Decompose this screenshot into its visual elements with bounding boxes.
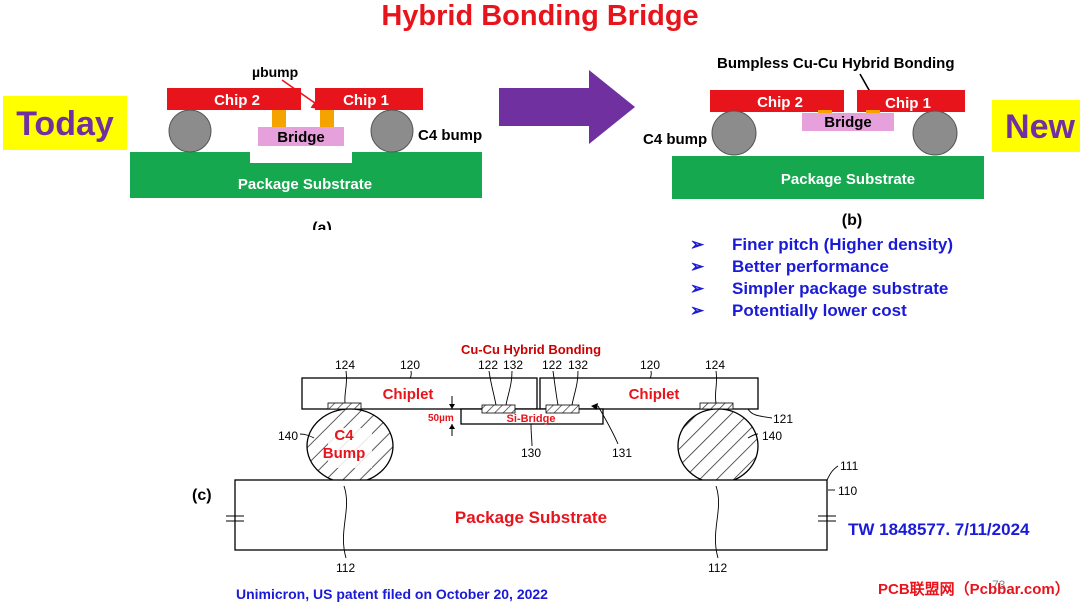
ref-111: 111	[840, 459, 859, 473]
reference-numerals: 124 120 122 132 122 132 120 124 121 140 …	[278, 358, 859, 575]
ref-120-right: 120	[640, 358, 660, 372]
caption-b: (b)	[842, 212, 862, 229]
ref-122-left: 122	[478, 358, 498, 372]
benefit-item: ➢Potentially lower cost	[690, 301, 907, 320]
c4-bump-c-label-1: C4	[334, 427, 354, 444]
today-label: Today	[16, 105, 114, 143]
ref-132-left: 132	[503, 358, 523, 372]
bullet-arrow-icon: ➢	[690, 235, 705, 254]
pad-124-right	[699, 402, 734, 410]
hybrid-bonding-callout: Bumpless Cu-Cu Hybrid Bonding	[717, 55, 955, 72]
ref-120-left: 120	[400, 358, 420, 372]
new-label: New	[1005, 108, 1075, 146]
chip-1-label: Chip 1	[343, 92, 389, 109]
ref-124-left: 124	[335, 358, 355, 372]
c4-bump-b-right	[912, 110, 958, 156]
chip-2	[167, 88, 301, 110]
hybrid-bonding-label: Cu-Cu Hybrid Bonding	[461, 342, 601, 357]
bridge-label: Bridge	[277, 129, 325, 146]
package-substrate-b	[672, 156, 984, 199]
ref-112-right: 112	[708, 561, 727, 575]
new-box	[992, 100, 1080, 152]
microbump-left	[272, 110, 286, 128]
chip-1	[315, 88, 423, 110]
benefit-item: ➢Finer pitch (Higher density)	[690, 235, 954, 254]
package-substrate-c	[234, 479, 828, 551]
chip-2-b	[710, 90, 844, 112]
watermark: PCB联盟网（Pcbbar.com）	[878, 580, 1070, 598]
panel-a: Today Package Substrate Chip 2 Chip 1 Br…	[3, 64, 482, 230]
ubump-label: µbump	[252, 64, 298, 80]
caption-a: (a)	[312, 220, 332, 230]
hybrid-pad-left	[481, 404, 516, 414]
substrate-label: Package Substrate	[238, 176, 372, 193]
caption-c: (c)	[192, 487, 212, 504]
bridge	[258, 127, 344, 146]
chip-2-b-label: Chip 2	[757, 94, 803, 111]
hybrid-pad-right	[866, 110, 880, 115]
c4-bump-b-left	[711, 110, 757, 156]
c4-bump-left	[168, 109, 212, 153]
today-box	[3, 96, 127, 150]
ref-122-right: 122	[542, 358, 562, 372]
pad-124-left	[327, 402, 362, 410]
bullet-arrow-icon: ➢	[690, 257, 705, 276]
ref-112-left: 112	[336, 561, 355, 575]
patent-drawing: (c) Cu-Cu Hybrid Bonding Chiplet Chiplet…	[192, 342, 1070, 602]
c4-bump-c-right	[677, 408, 759, 484]
ubump-arrow	[281, 79, 325, 110]
substrate-label-b: Package Substrate	[781, 171, 915, 188]
substrate-c-label: Package Substrate	[455, 508, 607, 527]
bridge-b	[802, 113, 894, 131]
ref-124-right: 124	[705, 358, 725, 372]
patent-reference: TW 1848577. 7/11/2024	[848, 520, 1030, 539]
ref-132-right: 132	[568, 358, 588, 372]
si-bridge-label: Si-Bridge	[507, 413, 556, 425]
benefit-item: ➢Better performance	[690, 257, 889, 276]
hybrid-pad-left	[818, 110, 832, 115]
chip-2-label: Chip 2	[214, 92, 260, 109]
ref-110: 110	[838, 484, 857, 498]
ref-121: 121	[773, 412, 793, 426]
transition-arrow	[499, 70, 635, 144]
leader-lines	[299, 370, 839, 559]
bullet-arrow-icon: ➢	[690, 301, 705, 320]
bridge-b-label: Bridge	[824, 114, 872, 131]
chip-1-b-label: Chip 1	[885, 95, 931, 112]
bullet-arrow-icon: ➢	[690, 279, 705, 298]
hybrid-pad-right	[545, 404, 580, 414]
top-diagrams: Today Package Substrate Chip 2 Chip 1 Br…	[3, 55, 1080, 230]
page-number: 73	[992, 578, 1006, 592]
thickness-label: 50µm	[428, 413, 454, 424]
ref-130: 130	[521, 446, 541, 460]
chiplet-right-label: Chiplet	[629, 386, 680, 403]
footnote: Unimicron, US patent filed on October 20…	[236, 586, 548, 602]
benefits-list: ➢Finer pitch (Higher density) ➢Better pe…	[690, 234, 953, 322]
chiplet-left-label: Chiplet	[383, 386, 434, 403]
page-title: Hybrid Bonding Bridge	[381, 0, 699, 32]
ref-131: 131	[612, 446, 632, 460]
c4-bump-right	[370, 109, 414, 153]
ref-140-left: 140	[278, 429, 298, 443]
microbump-right	[320, 110, 334, 128]
c4-bump-b-label: C4 bump	[643, 131, 707, 148]
package-substrate	[130, 152, 482, 198]
c4-bump-c-label-2: Bump	[323, 445, 366, 462]
ref-140-right: 140	[762, 429, 782, 443]
benefit-item: ➢Simpler package substrate	[690, 279, 949, 298]
chip-1-b	[857, 90, 965, 112]
panel-b: Bumpless Cu-Cu Hybrid Bonding Package Su…	[643, 55, 1080, 229]
c4-bump-label: C4 bump	[418, 127, 482, 144]
